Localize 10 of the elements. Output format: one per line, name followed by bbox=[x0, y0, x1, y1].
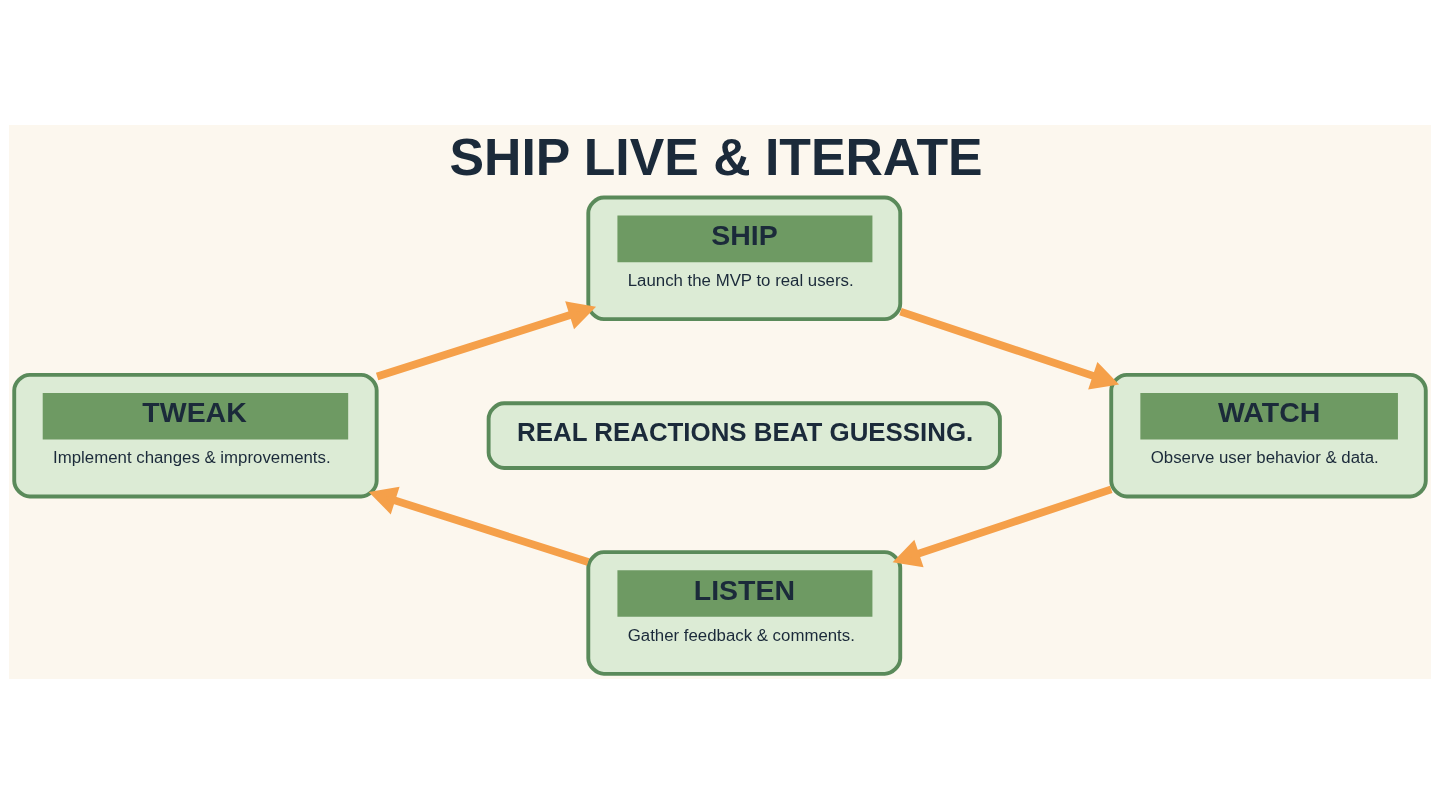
diagram-title: SHIP LIVE & ITERATE bbox=[449, 128, 983, 187]
node-box: REAL REACTIONS BEAT GUESSING. bbox=[486, 401, 1002, 470]
arrow bbox=[899, 308, 1120, 390]
arrow bbox=[368, 486, 590, 566]
node-box: TWEAK Implement changes & improvements. bbox=[12, 372, 379, 499]
arrow bbox=[375, 301, 597, 381]
arrow bbox=[892, 485, 1113, 568]
node-box: LISTEN Gather feedback & comments. bbox=[586, 550, 903, 676]
node-box: WATCH Observe user behavior & data. bbox=[1109, 372, 1428, 499]
node-box: SHIP Launch the MVP to real users. bbox=[586, 195, 903, 322]
